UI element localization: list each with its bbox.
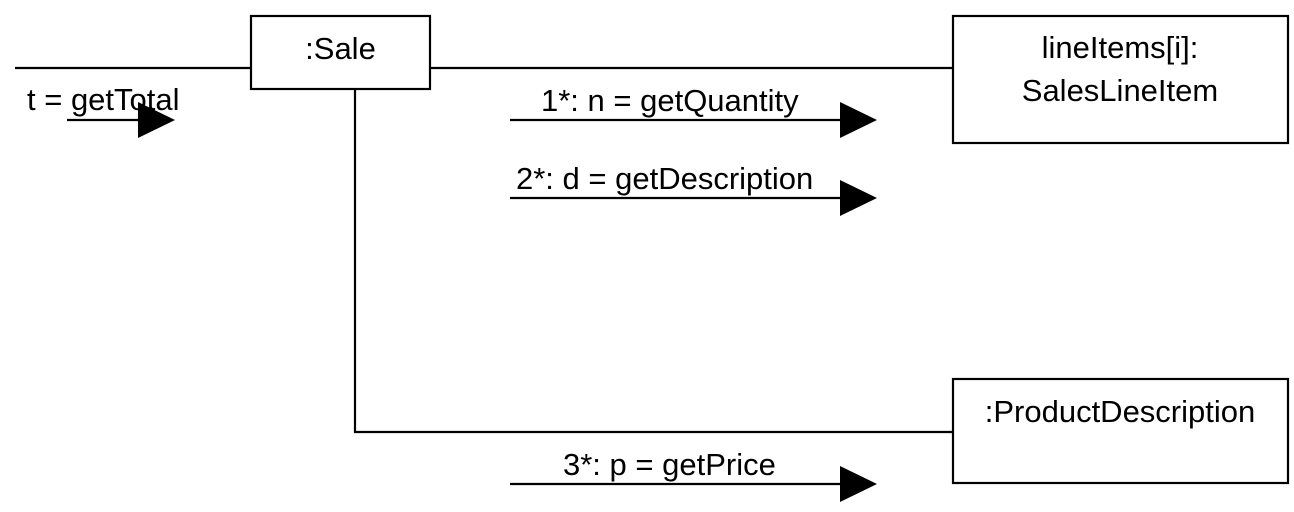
message-get-total: t = getTotal — [27, 82, 180, 138]
sale-object[interactable]: :Sale — [249, 14, 432, 91]
product-description-object[interactable]: :ProductDescription — [951, 377, 1290, 485]
message-get-price-arrowhead — [840, 466, 877, 502]
message-get-price-label: 3*: p = getPrice — [563, 447, 776, 482]
line-items-object-label-2: SalesLineItem — [1022, 73, 1218, 108]
message-get-description: 2*: d = getDescription — [510, 161, 877, 216]
product-description-object-label: :ProductDescription — [985, 394, 1256, 429]
message-get-price: 3*: p = getPrice — [510, 447, 877, 502]
message-get-quantity-label: 1*: n = getQuantity — [541, 83, 799, 118]
message-get-total-arrowhead — [138, 102, 175, 138]
message-get-quantity-arrowhead — [840, 102, 877, 138]
message-get-description-arrowhead — [840, 180, 877, 216]
link-sale-productdescription — [353, 89, 953, 434]
message-get-description-label: 2*: d = getDescription — [516, 161, 813, 196]
message-get-quantity: 1*: n = getQuantity — [510, 83, 877, 138]
line-items-object-label-1: lineItems[i]: — [1042, 30, 1199, 65]
sale-object-label: :Sale — [305, 31, 376, 66]
line-items-object[interactable]: lineItems[i]: SalesLineItem — [951, 14, 1290, 145]
